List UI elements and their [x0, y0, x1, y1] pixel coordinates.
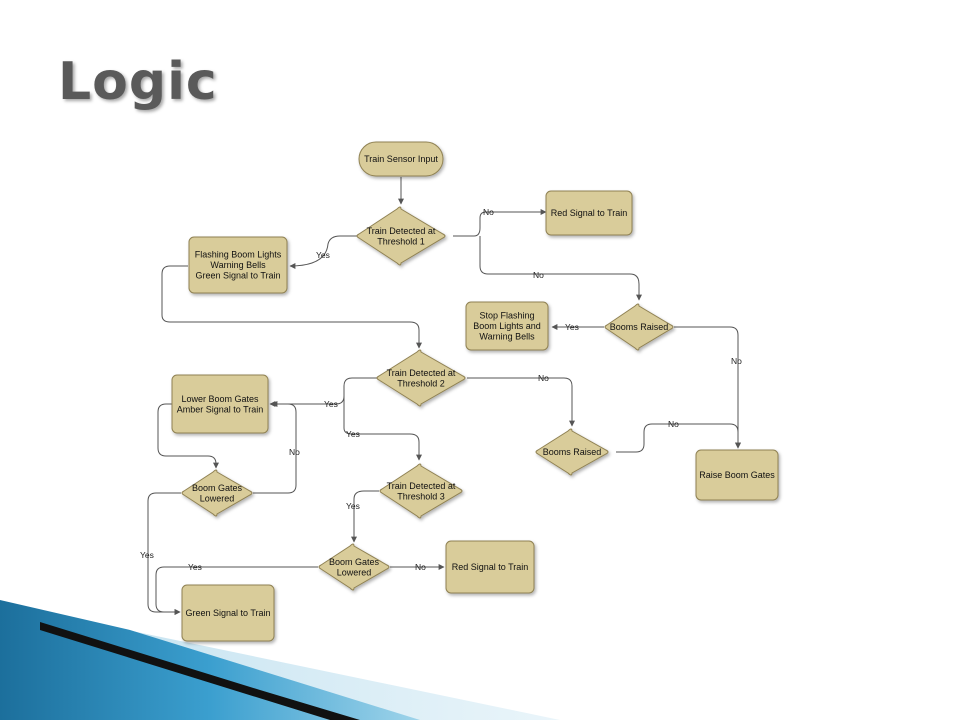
node-label-line: Lower Boom Gates [181, 394, 259, 404]
edge-label-br1-no: No [731, 356, 742, 366]
node-label-line: Raise Boom Gates [699, 470, 775, 480]
node-shape [356, 206, 446, 266]
node-label-line: Amber Signal to Train [177, 404, 264, 414]
node-shape [535, 428, 609, 476]
edge-label-gl2-no: No [415, 562, 426, 572]
node-shape [376, 349, 466, 407]
node-label-line: Lowered [337, 567, 372, 577]
node-label-line: Lowered [200, 493, 235, 503]
slide-title: Logic [58, 52, 218, 112]
node-shape [171, 374, 269, 434]
edge-gates-lowered-2-yes-to-green [155, 566, 318, 615]
node-red1: Red Signal to Train [545, 190, 633, 236]
edge-detect3-yes-to-gates-lowered-2 [351, 490, 379, 543]
edge-booms-raised-2-no-to-raise [616, 423, 741, 453]
node-label-line: Warning Bells [479, 332, 535, 342]
edge-label-br1-yes: Yes [565, 322, 579, 332]
edge-label-d2-no: No [538, 373, 549, 383]
node-label-line: Warning Bells [210, 260, 266, 270]
node-red2: Red Signal to Train [445, 540, 535, 594]
edge-lower-gates-to-gates-lowered-1 [157, 403, 219, 469]
node-label-line: Booms Raised [610, 322, 669, 332]
node-label-line: Stop Flashing [479, 311, 534, 321]
node-label-line: Green Signal to Train [195, 271, 280, 281]
node-shape [695, 449, 779, 501]
node-green-final: Green Signal to Train [181, 584, 275, 642]
edge-label-d1-no: No [483, 207, 494, 217]
node-label-line: Boom Lights and [473, 321, 541, 331]
node-label-line: Train Sensor Input [364, 154, 438, 164]
edge-label-gl1-no: No [289, 447, 300, 457]
flowchart-edge-labels: No Yes No Yes No No Yes Yes No No Yes Ye… [140, 207, 742, 572]
node-label-line: Booms Raised [543, 447, 602, 457]
flowchart-edges [147, 177, 741, 615]
node-label-line: Green Signal to Train [185, 608, 270, 618]
node-label-line: Boom Gates [329, 557, 380, 567]
node-booms-raised-2: Booms Raised [535, 428, 609, 476]
node-shape [181, 584, 275, 642]
edge-detect2-yes-to-detect3 [343, 396, 422, 461]
node-label-line: Threshold 2 [397, 378, 445, 388]
edge-detect1-no-to-booms-raised-1 [479, 236, 642, 301]
edge-detect2-yes-to-lower-gates [269, 377, 378, 407]
node-label-line: Train Detected at [387, 368, 456, 378]
node-shape [358, 141, 444, 177]
node-shape [445, 540, 535, 594]
edge-detect1-no-to-red1 [453, 209, 547, 237]
node-label-line: Boom Gates [192, 483, 243, 493]
node-shape [188, 236, 288, 294]
node-label-line: Threshold 1 [377, 236, 425, 246]
node-shape [545, 190, 633, 236]
edge-label-d2-yes-2: Yes [346, 429, 360, 439]
edge-label-gl2-yes: Yes [188, 562, 202, 572]
node-label-line: Threshold 3 [397, 491, 445, 501]
edge-detect1-yes-to-flashing [289, 235, 357, 269]
edge-label-d2-yes: Yes [324, 399, 338, 409]
edge-label-d3-yes: Yes [346, 501, 360, 511]
edge-booms-raised-1-no-to-raise [674, 326, 741, 449]
node-label-line: Flashing Boom Lights [195, 250, 282, 260]
node-label-line: Train Detected at [387, 481, 456, 491]
node-booms-raised-1: Booms Raised [604, 303, 674, 351]
node-label-line: Red Signal to Train [551, 208, 628, 218]
edge-gates-lowered-1-yes-to-green [147, 492, 181, 615]
node-shape [181, 469, 253, 517]
edge-label-d1-yes: Yes [316, 250, 330, 260]
node-sensor: Train Sensor Input [358, 141, 444, 177]
node-shape [318, 543, 390, 591]
node-raise-gates: Raise Boom Gates [695, 449, 779, 501]
edge-flashing-to-detect2 [161, 265, 422, 349]
edge-label-gl1-yes: Yes [140, 550, 154, 560]
edge-label-br2-no: No [668, 419, 679, 429]
node-shape [379, 463, 463, 519]
node-label-line: Red Signal to Train [452, 562, 529, 572]
edge-label-d1-no-2: No [533, 270, 544, 280]
node-shape [604, 303, 674, 351]
node-shape [465, 301, 549, 351]
edge-gates-lowered-1-no-to-lower-gates [253, 401, 297, 494]
edge-detect2-no-to-booms-raised-2 [467, 377, 575, 427]
node-label-line: Train Detected at [367, 226, 436, 236]
